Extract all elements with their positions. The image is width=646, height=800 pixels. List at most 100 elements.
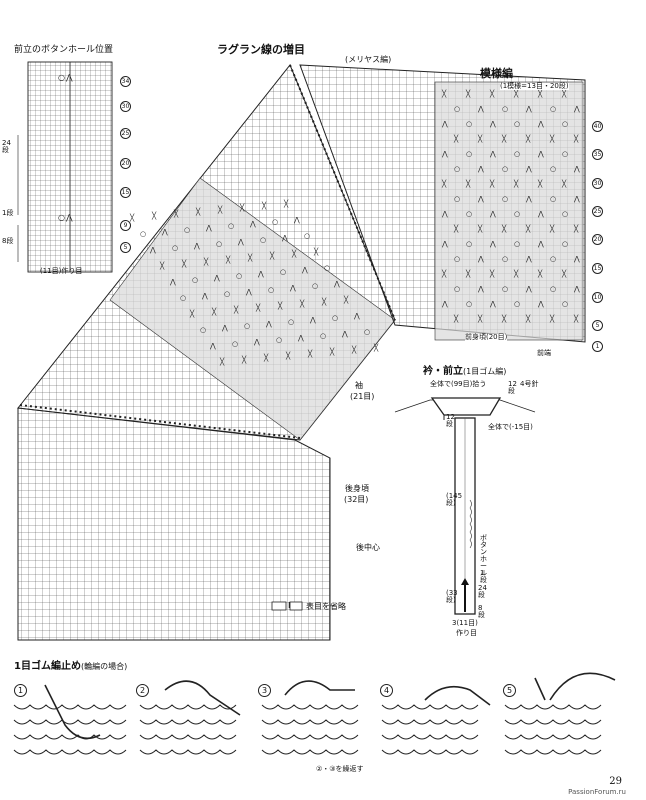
motif-mark: ╳ — [465, 269, 471, 278]
motif-mark: ⋀ — [209, 342, 216, 350]
motif-mark: ○ — [140, 230, 146, 238]
motif-mark: ╳ — [525, 134, 531, 143]
bh-row-number: 5 — [120, 236, 131, 253]
legend-symbol: I — [288, 601, 291, 610]
motif-mark: ○ — [466, 300, 472, 308]
motif-mark: ⋀ — [253, 338, 260, 346]
motif-mark: ╳ — [513, 89, 519, 98]
motif-mark: ○ — [514, 120, 520, 128]
motif-mark: ╳ — [549, 224, 555, 233]
motif-mark: ⋀ — [537, 300, 544, 308]
step-number-circle: 3 — [258, 684, 271, 697]
motif-mark: ○ — [562, 210, 568, 218]
motif-mark: ╳ — [501, 224, 507, 233]
motif-mark: ○ — [466, 120, 472, 128]
motif-mark: ╳ — [477, 224, 483, 233]
pattern-repeat-label: (1模様=13目・20段) — [500, 82, 569, 90]
motif-mark: ⋀ — [293, 216, 300, 224]
bh-8-label: 8段 — [2, 237, 14, 245]
motif-mark: ○ — [364, 328, 370, 336]
motif-mark: ○ — [224, 290, 230, 298]
motif-mark: ╳ — [291, 249, 297, 258]
motif-mark: ╳ — [329, 347, 335, 356]
step-number: 5 — [503, 680, 516, 697]
motif-mark: ╳ — [173, 209, 179, 218]
motif-mark: ╳ — [453, 134, 459, 143]
motif-mark: ╳ — [561, 269, 567, 278]
back-body-sts-label: (32目) — [344, 495, 369, 504]
bh-24-label: 24段 — [2, 139, 11, 154]
motif-mark: ⋀ — [193, 242, 200, 250]
sleeve-label: 袖 — [355, 381, 363, 390]
motif-mark: ⋀ — [573, 105, 580, 113]
row-number-circle: 5 — [592, 320, 603, 331]
row-number-circle: 5 — [120, 242, 131, 253]
motif-mark: ╳ — [219, 357, 225, 366]
motif-mark: ╳ — [285, 351, 291, 360]
motif-mark: ⋀ — [245, 288, 252, 296]
step-number-circle: 5 — [503, 684, 516, 697]
step-illustration-3 — [261, 680, 359, 755]
collar-cast2-label: 作り目 — [456, 629, 477, 637]
motif-mark: ╳ — [525, 314, 531, 323]
motif-mark: ⋀ — [441, 120, 448, 128]
motif-mark: ⋀ — [289, 284, 296, 292]
motif-mark: ⋀ — [537, 120, 544, 128]
collar-12b-label: 12段 — [446, 413, 455, 428]
bh-row-number: 20 — [120, 152, 131, 169]
motif-mark: ○ — [466, 150, 472, 158]
row-number-circle: 25 — [120, 128, 131, 139]
collar-title: 衿・前立(1目ゴム編) — [423, 366, 507, 377]
motif-mark: ⋀ — [477, 255, 484, 263]
motif-mark: ╳ — [501, 314, 507, 323]
sleeve-sts-label: (21目) — [350, 392, 375, 401]
motif-mark: ╳ — [181, 259, 187, 268]
motif-mark: ╳ — [477, 134, 483, 143]
motif-mark: ╳ — [241, 355, 247, 364]
step-illustration-5 — [504, 672, 616, 755]
motif-mark: ⋀ — [281, 234, 288, 242]
motif-mark: ○ — [454, 195, 460, 203]
step-number: 2 — [136, 680, 149, 697]
row-number-circle: 34 — [120, 76, 131, 87]
pattern-row-number: 5 — [592, 314, 603, 331]
row-number-circle: 1 — [592, 341, 603, 352]
motif-mark: ○ — [562, 240, 568, 248]
buttonhole-title: 前立のボタンホール位置 — [14, 45, 114, 55]
motif-mark: ╳ — [247, 253, 253, 262]
motif-mark: ╳ — [489, 269, 495, 278]
front-end-label: 前端 — [537, 349, 551, 357]
step-number: 3 — [258, 680, 271, 697]
motif-mark: ╳ — [513, 269, 519, 278]
step-number: 1 — [14, 680, 27, 697]
motif-mark: ⋀ — [537, 240, 544, 248]
motif-mark: ○ — [276, 336, 282, 344]
collar-needle-label: 4号針 — [520, 380, 539, 388]
motif-mark: ⋀ — [477, 105, 484, 113]
motif-mark: ⋀ — [213, 274, 220, 282]
motif-mark: ○ — [514, 240, 520, 248]
row-number-circle: 15 — [120, 187, 131, 198]
step-illustration-1 — [13, 684, 127, 755]
motif-mark: ╳ — [299, 299, 305, 308]
motif-mark: ╳ — [441, 89, 447, 98]
step-number: 4 — [380, 680, 393, 697]
step-illustration-2 — [139, 680, 241, 755]
motif-mark: ⋀ — [537, 150, 544, 158]
pattern-row-number: 20 — [592, 228, 603, 245]
motif-mark: ○ — [550, 195, 556, 203]
svg-text:○: ○ — [58, 213, 65, 222]
motif-mark: ╳ — [489, 179, 495, 188]
row-number-circle: 9 — [120, 220, 131, 231]
motif-mark: ○ — [502, 195, 508, 203]
stockinette-label: (メリヤス編) — [345, 55, 392, 64]
motif-mark: ○ — [454, 105, 460, 113]
motif-mark: ⋀ — [525, 165, 532, 173]
motif-mark: ○ — [244, 322, 250, 330]
motif-mark: ⋀ — [201, 292, 208, 300]
motif-mark: ╳ — [561, 179, 567, 188]
page-number: 29 — [609, 776, 622, 787]
motif-mark: ⋀ — [573, 165, 580, 173]
bindoff-steps — [13, 672, 616, 755]
motif-mark: ⋀ — [333, 280, 340, 288]
